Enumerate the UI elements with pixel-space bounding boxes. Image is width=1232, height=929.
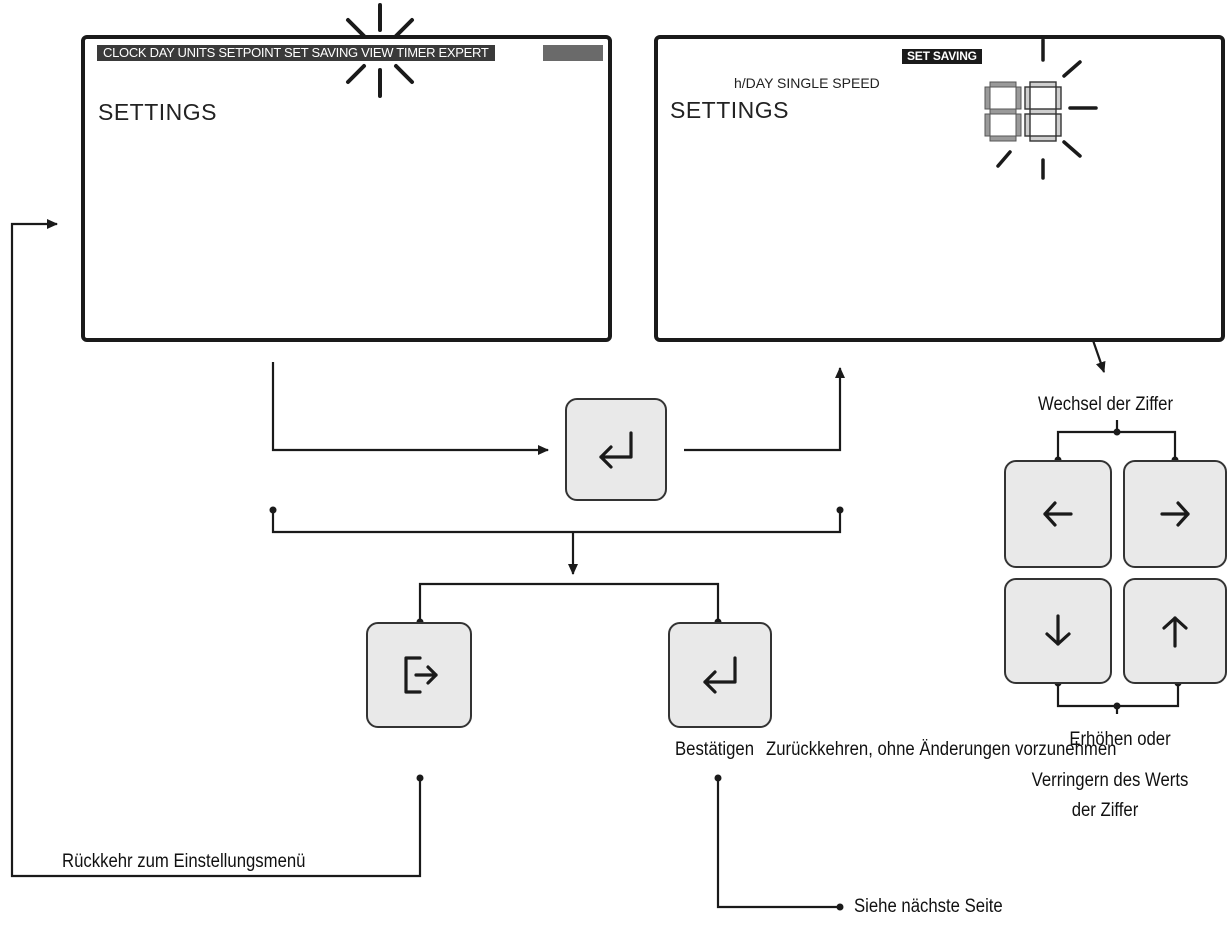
arrow-up-icon <box>1162 616 1188 648</box>
arrow-up-key[interactable] <box>1123 578 1227 684</box>
menu-bar: CLOCK DAY UNITS SETPOINT SET SAVING VIEW… <box>97 45 495 61</box>
label-return-no-change: Zurückkehren, ohne Änderungen vorzunehme… <box>766 739 1117 760</box>
label-change-digit: Wechsel der Ziffer <box>1038 394 1174 415</box>
label-confirm: Bestätigen <box>675 739 755 760</box>
label-see-next-page: Siehe nächste Seite <box>854 896 1003 917</box>
label-increase-decrease: Erhöhen oder <box>1069 729 1171 750</box>
label-the-digit: der Ziffer <box>1071 800 1139 821</box>
enter-key-top[interactable] <box>565 398 667 501</box>
arrow-down-icon <box>1045 614 1071 646</box>
exit-key[interactable] <box>366 622 472 728</box>
display-screen-left: CLOCK DAY UNITS SETPOINT SET SAVING VIEW… <box>81 35 612 342</box>
enter-icon <box>703 656 737 694</box>
blink-rays-icon <box>346 3 414 98</box>
set-saving-badge: SET SAVING <box>902 49 982 64</box>
mode-label: h/DAY SINGLE SPEED <box>734 75 880 91</box>
seven-segment-digits-icon <box>984 38 1098 180</box>
menu-bar-end <box>543 45 603 61</box>
arrow-down-key[interactable] <box>1004 578 1112 684</box>
enter-icon <box>599 430 633 469</box>
screen-title-settings: SETTINGS <box>98 99 218 125</box>
label-back-to-settings: Rückkehr zum Einstellungsmenü <box>62 851 306 872</box>
exit-icon <box>404 656 438 694</box>
arrow-right-icon <box>1160 501 1190 527</box>
enter-key-confirm[interactable] <box>668 622 772 728</box>
label-value-of: Verringern des Werts <box>1031 770 1189 791</box>
display-screen-right: SET SAVING h/DAY SINGLE SPEED SETTINGS <box>654 35 1225 342</box>
arrow-left-key[interactable] <box>1004 460 1112 568</box>
screen-title-settings: SETTINGS <box>670 97 790 123</box>
arrow-right-key[interactable] <box>1123 460 1227 568</box>
arrow-left-icon <box>1043 501 1073 527</box>
